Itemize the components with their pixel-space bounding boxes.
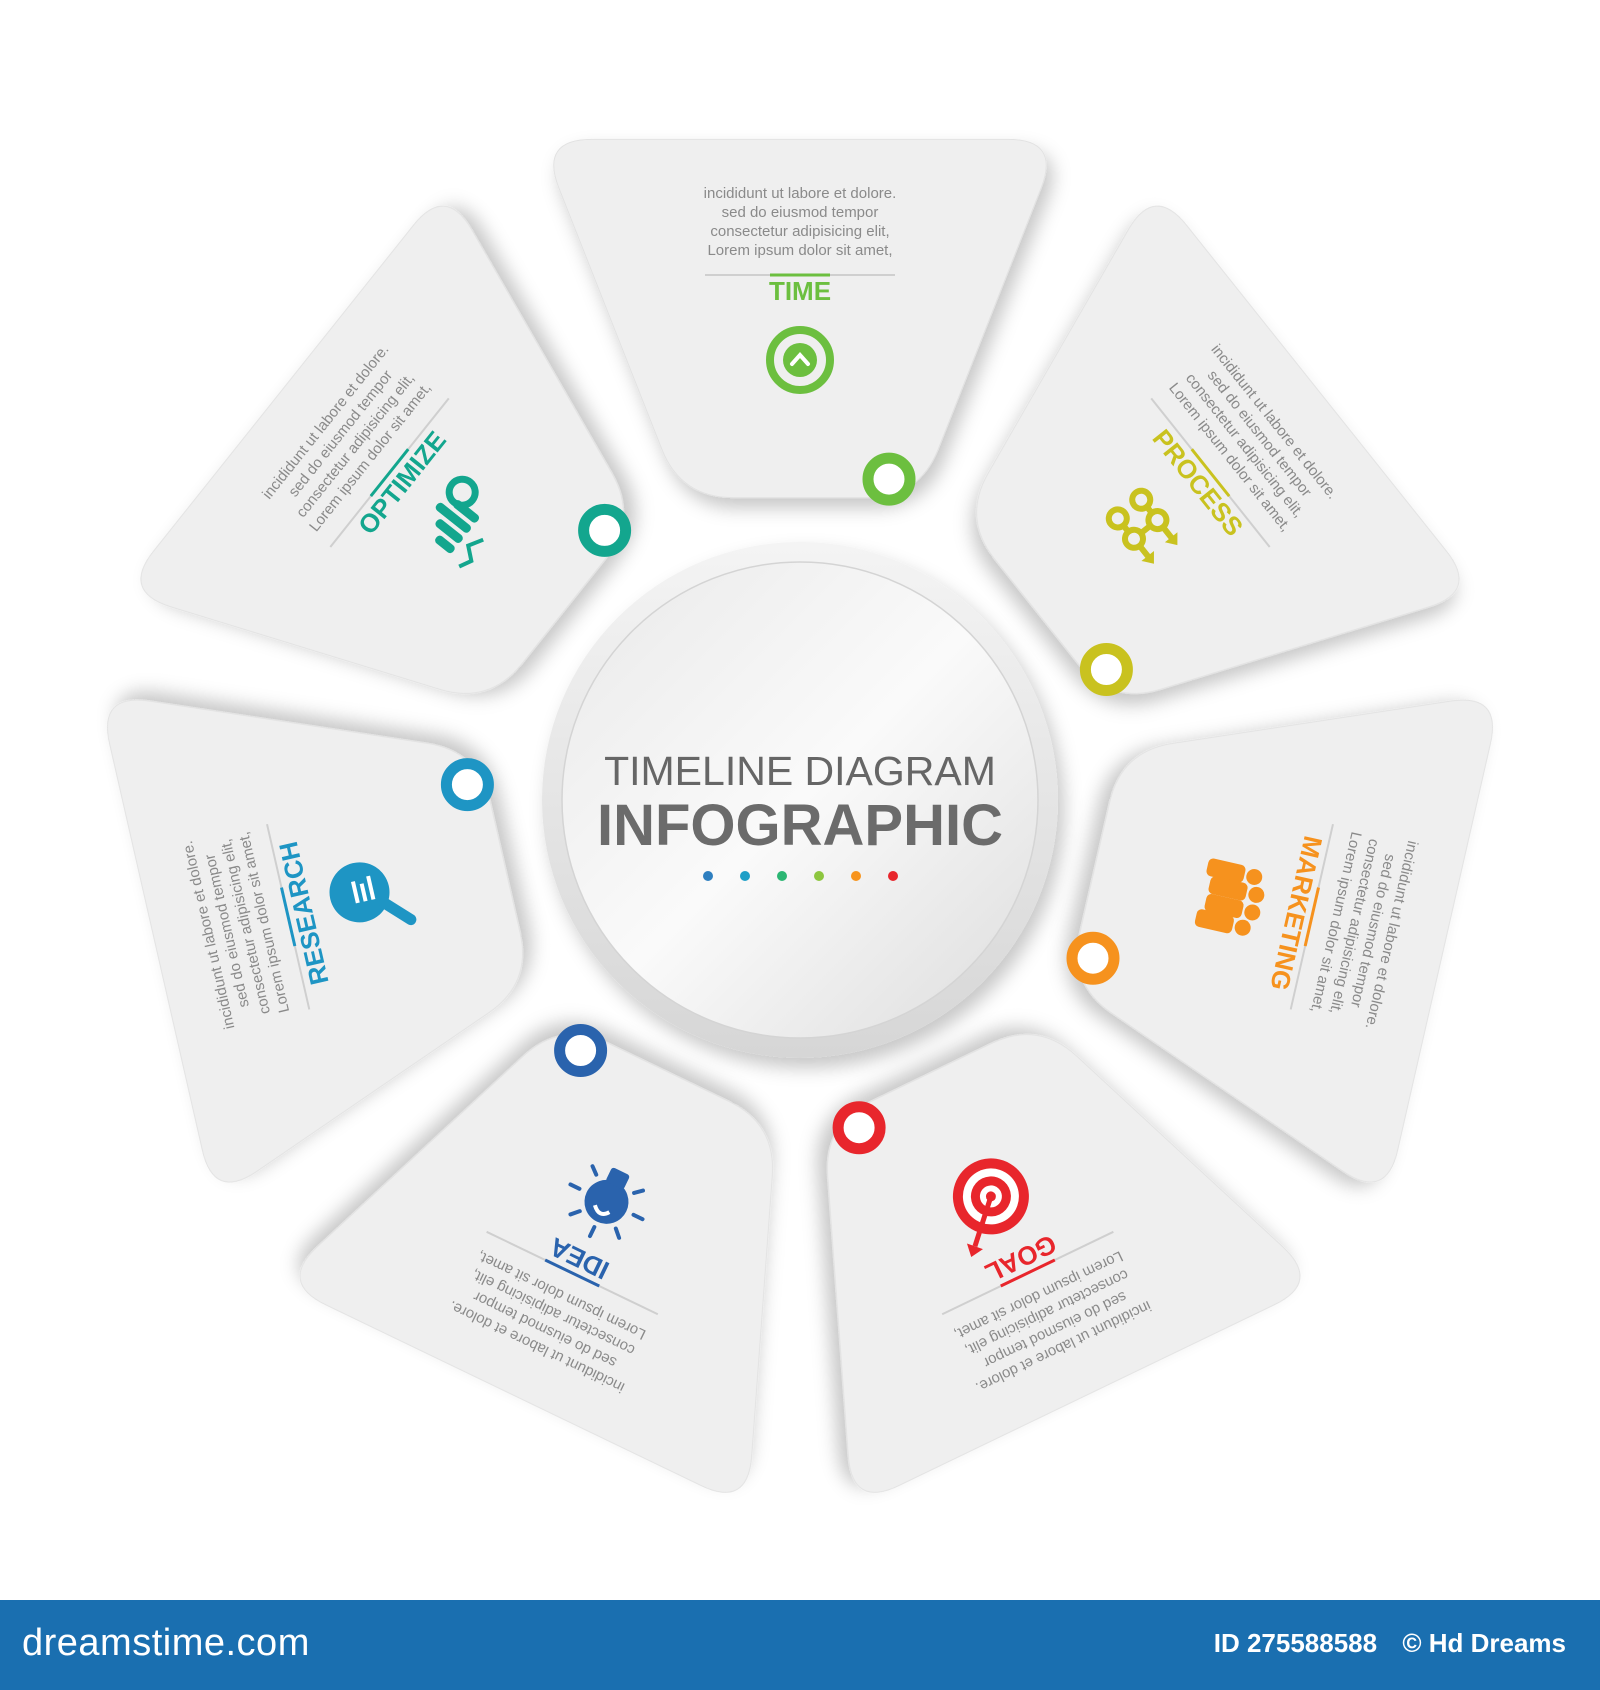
body-text-line: consectetur adipisicing elit, [710, 223, 889, 240]
body-text-line: sed do eiusmod tempor [722, 204, 879, 221]
segment-card [1076, 699, 1493, 1183]
tools-chart-icon [435, 475, 484, 569]
segment-card [553, 138, 1047, 499]
color-dot [851, 871, 861, 881]
lightbulb-icon [568, 1164, 645, 1240]
footer-meta: ID 275588588 © Hd Dreams [1196, 1628, 1566, 1659]
center-disc [561, 561, 1039, 1039]
color-dot [703, 871, 713, 881]
center-dots [703, 871, 898, 881]
infographic-diagram: TIME Lorem ipsum dolor sit amet, consectet… [107, 138, 1493, 1493]
color-dot [888, 871, 898, 881]
segment-card [976, 205, 1460, 694]
step-label: TIME [769, 276, 831, 306]
footer-author: © Hd Dreams [1402, 1628, 1566, 1658]
color-dot [777, 871, 787, 881]
connector-ring [440, 758, 494, 812]
divider-accent [1000, 1258, 1056, 1288]
clock-icon [766, 326, 834, 394]
connector-ring [554, 1024, 608, 1077]
connector-ring [578, 503, 632, 557]
segment-card [826, 1034, 1301, 1493]
people-group-icon [1194, 858, 1265, 936]
divider-accent [544, 1258, 600, 1288]
footer-bar: dreamstime.com ID 275588588 © Hd Dreams [0, 1600, 1600, 1690]
divider-accent [280, 887, 297, 947]
footer-id: ID 275588588 [1213, 1628, 1378, 1658]
center-title-line2: INFOGRAPHIC [597, 793, 1003, 858]
target-arrow-icon [952, 1158, 1029, 1257]
divider-accent [1303, 887, 1320, 947]
process-flow-icon [1105, 487, 1178, 564]
step-time: TIME Lorem ipsum dolor sit amet, consectet… [553, 138, 1047, 506]
color-dot [814, 871, 824, 881]
footer-brand[interactable]: dreamstime.com [22, 1622, 310, 1664]
divider-accent [1190, 448, 1231, 498]
connector-ring [1079, 643, 1133, 696]
divider-accent [369, 448, 410, 498]
color-dot [740, 871, 750, 881]
magnifier-chart-icon [329, 862, 417, 926]
body-text-line: incididunt ut labore et dolore. [704, 185, 897, 202]
connector-ring [1066, 931, 1120, 985]
segment-card [107, 699, 524, 1183]
center-title-line1: TIMELINE DIAGRAM [604, 748, 996, 794]
segment-card [140, 205, 624, 694]
connector-ring [862, 452, 916, 506]
connector-ring [832, 1101, 886, 1155]
segment-card [299, 1034, 774, 1493]
body-text-line: Lorem ipsum dolor sit amet, [707, 242, 892, 259]
